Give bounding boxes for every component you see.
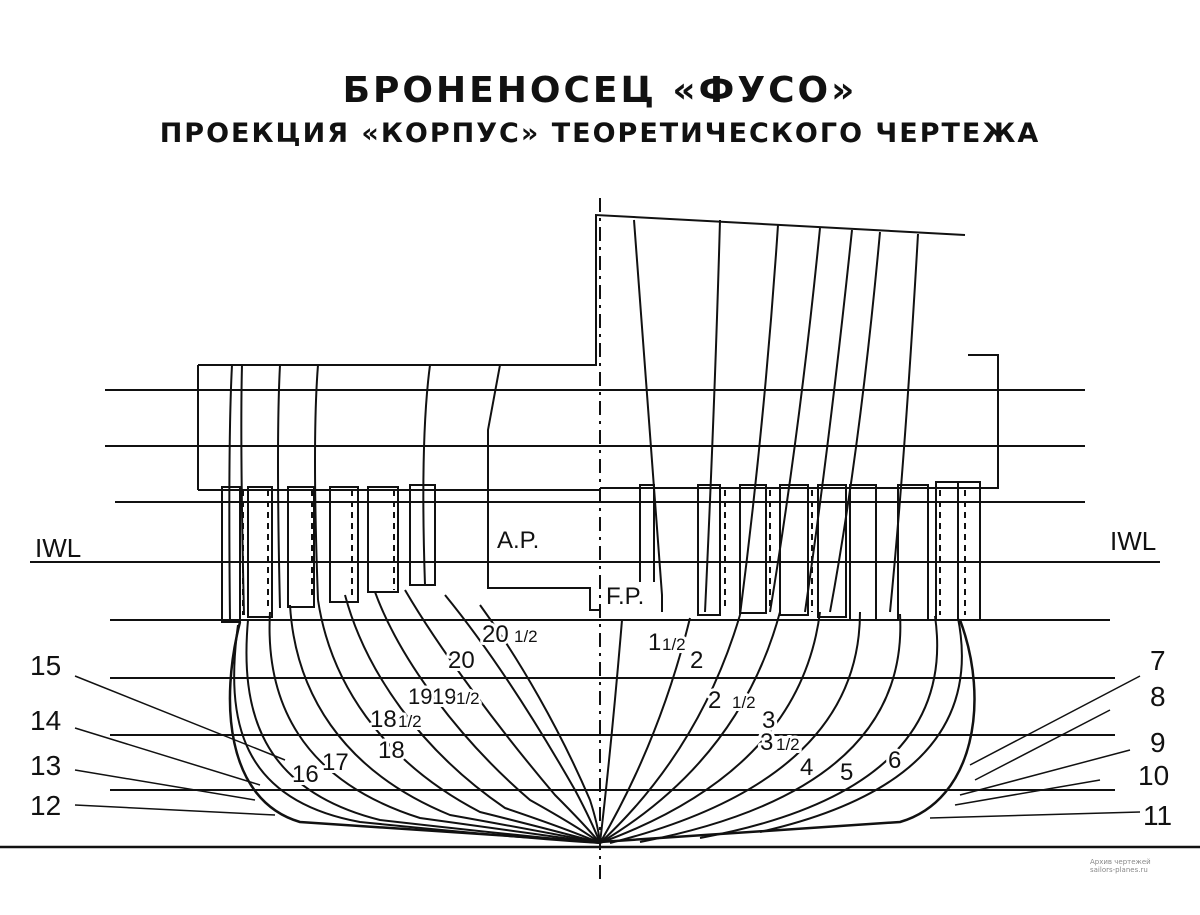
station-5-label: 5 bbox=[840, 759, 853, 786]
forward-stations-upper bbox=[704, 219, 919, 616]
station-1-half-fraction: 1/2 bbox=[662, 635, 686, 654]
watermark-line-1: Архив чертежей bbox=[1090, 858, 1151, 866]
station-17-label: 17 bbox=[322, 749, 349, 776]
station-6-label: 6 bbox=[888, 747, 901, 774]
station-19-half-label: 19 bbox=[432, 684, 456, 709]
aft-stations-upper bbox=[228, 364, 431, 621]
forward-perpendicular-line bbox=[633, 219, 663, 612]
station-3-half-label: 3 bbox=[760, 729, 773, 756]
station-18-half-label: 18 bbox=[370, 706, 397, 733]
station-18-label: 18 bbox=[378, 737, 405, 764]
watermark-line-2: sailors-planes.ru bbox=[1090, 866, 1148, 874]
fp-label-bg bbox=[603, 582, 655, 608]
forward-sections bbox=[599, 611, 963, 844]
station-1-half-label: 1 bbox=[648, 629, 661, 656]
station-14-label: 14 bbox=[30, 705, 61, 736]
station-13-label: 13 bbox=[30, 750, 61, 781]
station-9-label: 9 bbox=[1150, 727, 1166, 758]
station-3-label: 3 bbox=[762, 707, 775, 734]
station-2-label: 2 bbox=[690, 647, 703, 674]
station-2-half-fraction: 1/2 bbox=[732, 693, 756, 712]
leader-lines bbox=[74, 675, 1141, 819]
drawing-subtitle: ПРОЕКЦИЯ «КОРПУС» ТЕОРЕТИЧЕСКОГО ЧЕРТЕЖА bbox=[159, 118, 1041, 149]
station-3-half-fraction: 1/2 bbox=[776, 735, 800, 754]
aft-perpendicular-line bbox=[487, 364, 600, 611]
station-8-label: 8 bbox=[1150, 681, 1166, 712]
iwl-right-label: IWL bbox=[1110, 526, 1156, 556]
labels: IWL IWL A.P. F.P. 15 14 13 12 16 17 18 1… bbox=[30, 526, 1172, 831]
iwl-left-label: IWL bbox=[35, 533, 81, 563]
station-2-half-label: 2 bbox=[708, 687, 721, 714]
station-7-label: 7 bbox=[1150, 645, 1166, 676]
station-12-label: 12 bbox=[30, 790, 61, 821]
station-11-label: 11 bbox=[1143, 800, 1172, 831]
station-20-half-label: 20 bbox=[482, 621, 509, 648]
armor-belt bbox=[221, 481, 981, 623]
drawing-title: БРОНЕНОСЕЦ «ФУСО» bbox=[342, 70, 858, 111]
station-20-label: 20 bbox=[448, 647, 475, 674]
hull-contour bbox=[228, 619, 976, 844]
fp-label: F.P. bbox=[606, 583, 644, 610]
ap-label: A.P. bbox=[497, 527, 539, 554]
station-20-half-fraction: 1/2 bbox=[514, 627, 538, 646]
station-19-half-fraction: 1/2 bbox=[456, 689, 480, 708]
station-16-label: 16 bbox=[292, 761, 319, 788]
aft-sections bbox=[233, 589, 601, 844]
station-10-label: 10 bbox=[1138, 760, 1169, 791]
station-15-label: 15 bbox=[30, 650, 61, 681]
station-4-label: 4 bbox=[800, 754, 813, 781]
station-18-half-fraction: 1/2 bbox=[398, 712, 422, 731]
station-19-label: 19 bbox=[408, 684, 432, 709]
watermark: Архив чертежей sailors-planes.ru bbox=[1090, 858, 1151, 874]
